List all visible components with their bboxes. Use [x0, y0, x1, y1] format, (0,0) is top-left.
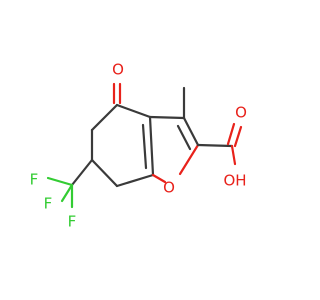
fluorine-3-label: F: [68, 213, 77, 231]
molecule-canvas: O O O OH F F F: [29, 60, 247, 231]
bond-cooh-oh: [230, 144, 237, 166]
ring-oxygen-label: O: [163, 179, 175, 197]
bond-c-f1: [46, 176, 74, 187]
ketone-oxygen-label: O: [112, 61, 124, 79]
bond-c2-o1: [178, 143, 200, 176]
bond-cooh-o-double-b: [233, 125, 243, 148]
fluorine-1-label: F: [30, 171, 39, 189]
molecule-structure: O O O OH F F F: [30, 61, 247, 231]
bond-c6-c7: [90, 158, 119, 188]
bond-c3a-c3: [148, 115, 186, 120]
bond-c4-c5: [90, 103, 119, 132]
bond-c-f2: [60, 183, 74, 203]
bond-c7-c7a: [115, 173, 155, 188]
bond-cooh-o-double-a: [226, 122, 236, 146]
acid-hydroxyl-label: OH: [223, 172, 246, 190]
bond-c6-cf3: [70, 158, 94, 187]
bond-c2-cooh: [196, 143, 234, 148]
bond-c3-c2-a: [182, 116, 200, 147]
bond-c7a-c3a: [148, 115, 155, 177]
bond-c3-c2-b: [176, 124, 192, 151]
bond-c3a-c4: [115, 103, 152, 119]
bond-o1-c7a: [151, 173, 167, 184]
bond-c3a-c7a-inner: [141, 123, 148, 170]
fluorine-2-label: F: [44, 195, 53, 213]
acid-oxygen-label: O: [235, 104, 247, 122]
